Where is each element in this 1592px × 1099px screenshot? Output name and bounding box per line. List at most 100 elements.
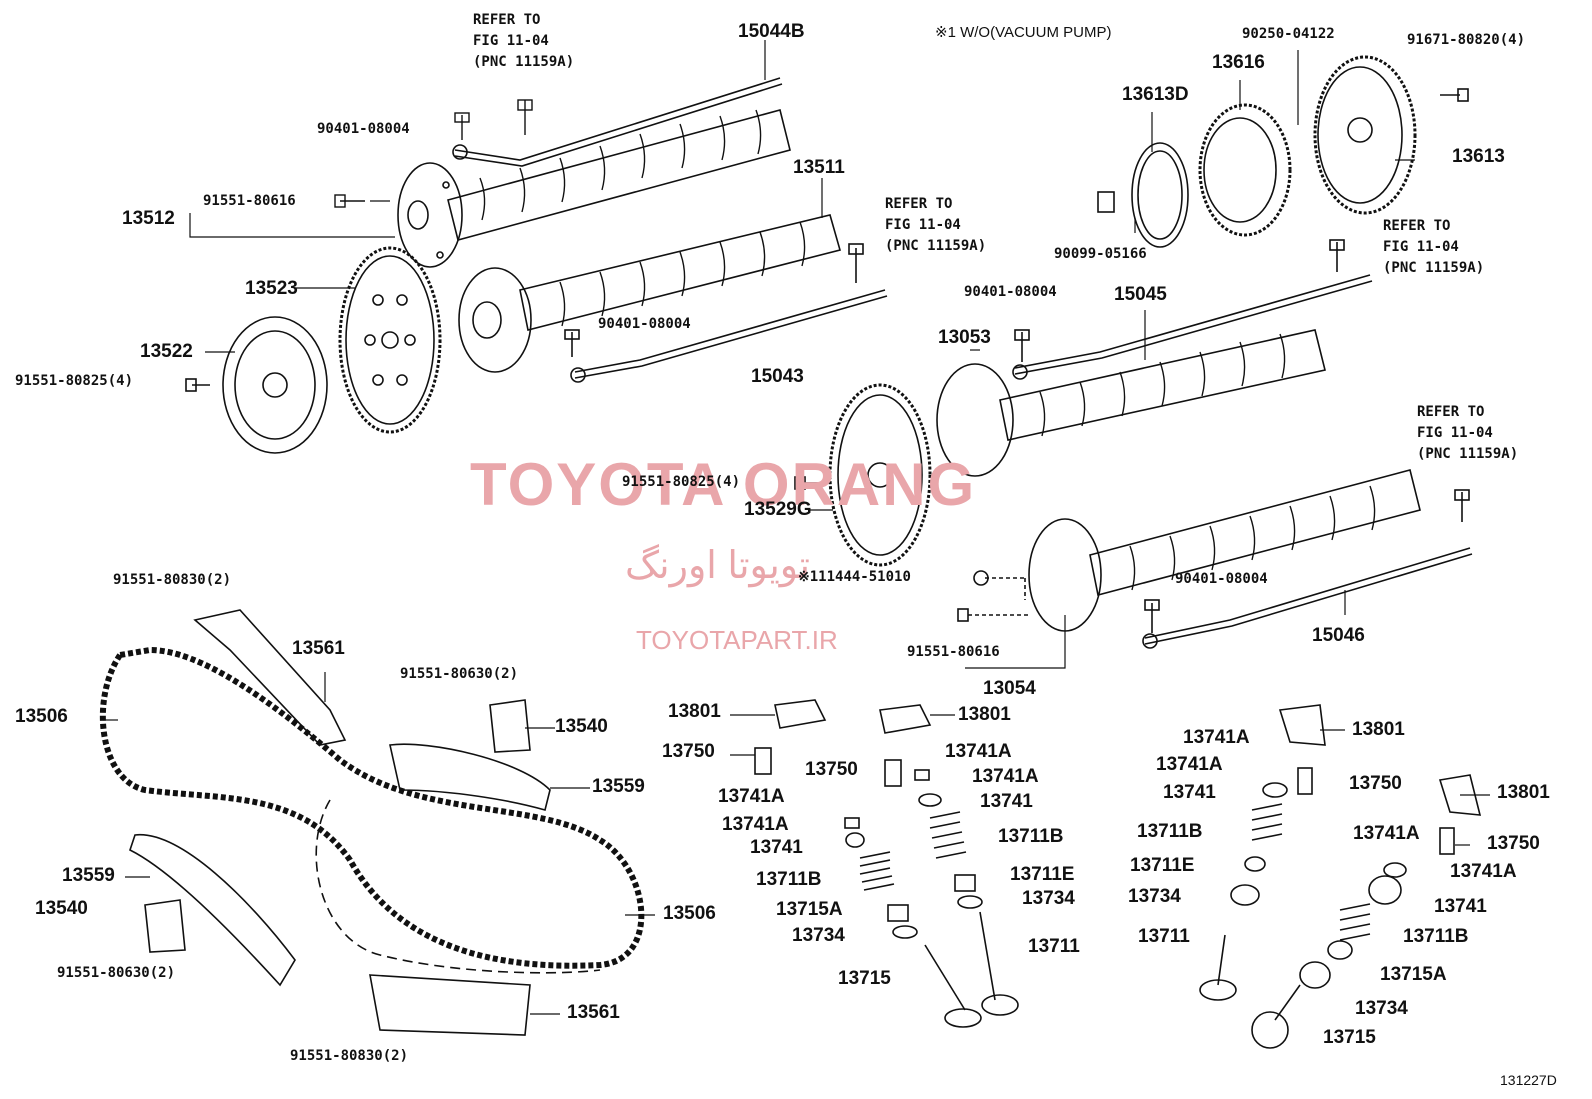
- part-label[interactable]: 91551-80830(2): [290, 1048, 409, 1064]
- part-label[interactable]: 13801: [1352, 719, 1405, 740]
- part-label[interactable]: 13506: [663, 903, 716, 924]
- part-label[interactable]: 13750: [1487, 833, 1540, 854]
- oil-pipe-15044b: [452, 77, 783, 167]
- valve-train-center: [879, 704, 1019, 1016]
- part-label[interactable]: 13741A: [1450, 861, 1517, 882]
- part-label[interactable]: 15044B: [738, 21, 805, 42]
- camshaft-13053: [936, 329, 1326, 477]
- valve-train-right: [1199, 704, 1482, 1049]
- part-label[interactable]: 13559: [62, 865, 115, 886]
- part-label[interactable]: 15045: [1114, 284, 1167, 305]
- part-label[interactable]: 13711B: [1403, 926, 1469, 947]
- part-label[interactable]: 13559: [592, 776, 645, 797]
- part-label[interactable]: 13715: [838, 968, 891, 989]
- part-label[interactable]: 13616: [1212, 52, 1265, 73]
- part-label[interactable]: 13741: [1163, 782, 1216, 803]
- nut-90099: [1097, 191, 1115, 213]
- note-vacuum-pump: ※1 W/O(VACUUM PUMP): [935, 24, 1112, 41]
- part-label[interactable]: 90401-08004: [964, 284, 1057, 300]
- part-label[interactable]: 91551-80616: [203, 193, 296, 209]
- part-label[interactable]: 13715A: [776, 899, 843, 920]
- part-label[interactable]: 91671-80820(4): [1407, 32, 1526, 48]
- part-label[interactable]: 13741A: [945, 741, 1012, 762]
- diagram-id: 131227D: [1500, 1072, 1557, 1088]
- part-label[interactable]: 13511: [793, 157, 845, 178]
- camshaft-exhaust-left: [397, 109, 791, 268]
- part-label[interactable]: 13741: [980, 791, 1033, 812]
- part-label[interactable]: 13711B: [1137, 821, 1203, 842]
- part-label[interactable]: 13711E: [1130, 855, 1195, 876]
- part-label[interactable]: 91551-80630(2): [400, 666, 519, 682]
- part-label[interactable]: 13053: [938, 327, 991, 348]
- part-label[interactable]: 13711: [1138, 926, 1190, 947]
- valve-train-left: [754, 699, 982, 1028]
- part-label[interactable]: 90401-08004: [1175, 571, 1268, 587]
- part-label[interactable]: 13801: [668, 701, 721, 722]
- part-label[interactable]: 13540: [555, 716, 608, 737]
- watermark-persian: تویوتا اورنگ: [625, 545, 810, 587]
- part-label[interactable]: ※111444-51010: [798, 569, 911, 585]
- part-label[interactable]: 13512: [122, 208, 175, 229]
- sprocket-13616: [1198, 103, 1292, 237]
- part-label[interactable]: 90099-05166: [1054, 246, 1147, 262]
- bolts-top: [334, 99, 533, 208]
- part-label[interactable]: 91551-80825(4): [622, 474, 741, 490]
- part-label[interactable]: 13734: [1022, 888, 1075, 909]
- part-label[interactable]: 13741A: [722, 814, 789, 835]
- part-label[interactable]: 91551-80825(4): [15, 373, 134, 389]
- part-label[interactable]: 13523: [245, 278, 298, 299]
- part-label[interactable]: 90250-04122: [1242, 26, 1335, 42]
- chain-guides: [129, 609, 551, 1036]
- part-label[interactable]: 13506: [15, 706, 68, 727]
- part-label[interactable]: 91551-80830(2): [113, 572, 232, 588]
- part-label[interactable]: 90401-08004: [598, 316, 691, 332]
- part-label[interactable]: 91551-80630(2): [57, 965, 176, 981]
- part-label[interactable]: 13540: [35, 898, 88, 919]
- part-label[interactable]: 13750: [662, 741, 715, 762]
- part-label[interactable]: 13711B: [998, 826, 1064, 847]
- part-label[interactable]: 13613D: [1122, 84, 1189, 105]
- part-label[interactable]: 13711: [1028, 936, 1080, 957]
- part-label[interactable]: 91551-80616: [907, 644, 1000, 660]
- part-label[interactable]: 13711B: [756, 869, 822, 890]
- camshaft-13054: [957, 469, 1421, 632]
- part-label[interactable]: 13801: [958, 704, 1011, 725]
- part-label[interactable]: 13613: [1452, 146, 1505, 167]
- part-label[interactable]: 13801: [1497, 782, 1550, 803]
- part-label[interactable]: 15043: [751, 366, 804, 387]
- gear-13613: [1313, 55, 1469, 215]
- part-label[interactable]: 13734: [1355, 998, 1408, 1019]
- part-label[interactable]: 13741A: [1353, 823, 1420, 844]
- part-label[interactable]: 13741A: [972, 766, 1039, 787]
- oil-pipe-15045: [1012, 239, 1373, 380]
- part-label[interactable]: 13561: [292, 638, 345, 659]
- part-label[interactable]: 13750: [1349, 773, 1402, 794]
- part-label[interactable]: 13734: [1128, 886, 1181, 907]
- part-label[interactable]: 13741A: [718, 786, 785, 807]
- part-label[interactable]: 13711E: [1010, 864, 1075, 885]
- part-label[interactable]: 13529G: [744, 499, 812, 520]
- leader-lines: [103, 40, 1490, 1015]
- watermark-site: TOYOTAPART.IR: [636, 625, 838, 655]
- part-label[interactable]: 90401-08004: [317, 121, 410, 137]
- part-label[interactable]: 13715: [1323, 1027, 1376, 1048]
- part-label[interactable]: 15046: [1312, 625, 1365, 646]
- part-label[interactable]: 13054: [983, 678, 1036, 699]
- part-label[interactable]: 13741A: [1156, 754, 1223, 775]
- part-label[interactable]: 13741: [750, 837, 803, 858]
- part-label[interactable]: 13741A: [1183, 727, 1250, 748]
- sprocket-13529g: [794, 383, 932, 567]
- part-label[interactable]: 13741: [1434, 896, 1487, 917]
- part-label[interactable]: 13734: [792, 925, 845, 946]
- part-label[interactable]: 13561: [567, 1002, 620, 1023]
- part-label[interactable]: 13715A: [1380, 964, 1447, 985]
- part-label[interactable]: 13522: [140, 341, 193, 362]
- sprocket-13523: [338, 246, 442, 434]
- part-label[interactable]: 13750: [805, 759, 858, 780]
